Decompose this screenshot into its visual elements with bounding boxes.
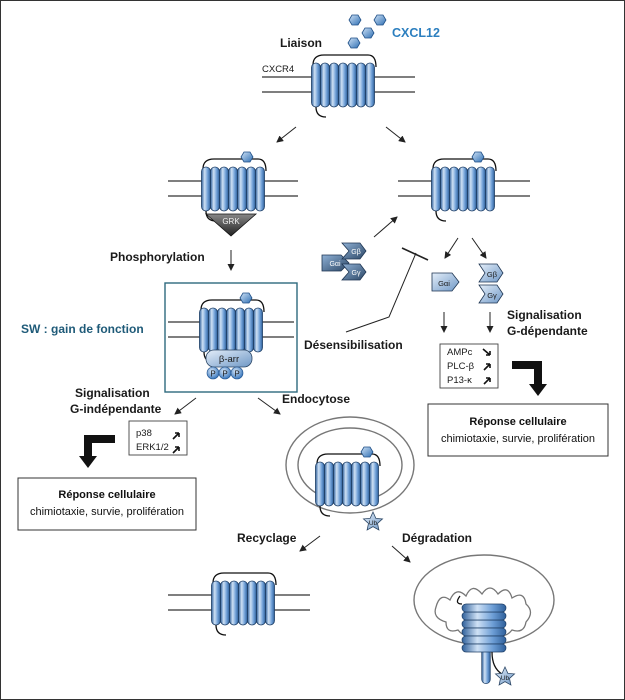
up-arrow-erk [172, 446, 180, 454]
arrow-to-phospho [276, 126, 297, 143]
g-dep-label-2: G-dépendante [507, 324, 588, 338]
g-indep-label-1: Signalisation [75, 386, 150, 400]
cxcl12-ligands [347, 14, 387, 49]
bent-arrow-right-head [529, 384, 547, 396]
g-protein-trimer [321, 242, 367, 281]
arrow-gprotein-to-receptor [373, 216, 398, 238]
cxcr4-receptor-endocytosed [316, 454, 381, 516]
ligand-bound-sw [239, 292, 253, 304]
g-beta-label: Gβ [487, 270, 498, 279]
g-dep-readout-1: PLC-β [447, 361, 475, 372]
cxcr4-receptor-recycled [212, 573, 277, 635]
down-arrow-ampc [482, 348, 491, 356]
up-arrow-plc [483, 363, 491, 371]
grk-label: GRK [222, 217, 240, 226]
arrow-to-degradation [391, 545, 411, 563]
up-arrow-pi3k [483, 377, 491, 385]
cxcr4-receptor-top [312, 55, 377, 117]
g-gamma-label-trimer: Gγ [352, 270, 361, 277]
p-label-2: P [234, 370, 239, 379]
ligand-label: CXCL12 [392, 26, 440, 40]
response-left-title: Réponse cellulaire [58, 489, 155, 501]
arrow-to-galpha [444, 237, 459, 259]
endocytosis-label: Endocytose [282, 392, 350, 406]
g-dep-readout-2: P13-κ [447, 375, 472, 386]
bent-arrow-left-head [79, 456, 97, 468]
arrow-to-gbetagamma [471, 237, 487, 259]
g-indep-readout-0: p38 [136, 428, 152, 439]
sw-gain-label: SW : gain de fonction [21, 322, 144, 336]
response-right-box [427, 403, 609, 457]
lysosome-inner [434, 587, 532, 638]
recycling-label: Recyclage [237, 531, 297, 545]
g-indep-readout-1: ERK1/2 [136, 442, 169, 453]
desensitization-line [345, 252, 417, 333]
cxcr4-receptor-degraded-stack [456, 595, 507, 675]
g-gamma-label: Gγ [487, 291, 497, 300]
g-alpha-label: Gαi [438, 279, 450, 288]
beta-arrestin [205, 349, 253, 368]
arrow-to-gprotein [385, 126, 406, 143]
cxcr4-receptor-gdep [432, 159, 497, 221]
g-alpha-label-trimer: Gαi [329, 261, 340, 268]
grk-kinase [204, 213, 258, 237]
g-dep-label-1: Signalisation [507, 308, 582, 322]
ub-label-endosome: Ub [369, 520, 378, 527]
arrow-to-endocytosis [257, 397, 281, 415]
arrow-to-recycling [299, 535, 321, 552]
response-left-box [17, 477, 197, 531]
desensitization-label: Désensibilisation [304, 338, 403, 352]
ligand-bound-left [240, 151, 254, 163]
endosome-outer [285, 416, 415, 514]
beta-arr-label: β-arr [219, 354, 239, 365]
receptor-label: CXCR4 [262, 64, 294, 75]
phospho-groups [206, 366, 244, 380]
g-indep-label-2: G-indépendante [70, 402, 162, 416]
ub-label-lysosome: Ub [501, 675, 510, 682]
response-right-body: chimiotaxie, survie, prolifération [441, 433, 595, 445]
binding-label: Liaison [280, 36, 322, 50]
degradation-label: Dégradation [402, 531, 472, 545]
g-beta-label-trimer: Gβ [351, 249, 360, 256]
ligand-endosome [360, 446, 374, 458]
p-label-0: P [210, 370, 215, 379]
g-dep-readout-0: AMPc [447, 347, 473, 358]
cxcr4-receptor-phospho [202, 159, 267, 221]
bent-arrow-right-stem [512, 361, 542, 386]
arrow-to-gindep [174, 397, 197, 415]
g-alpha-subunit [431, 272, 460, 292]
response-right-title: Réponse cellulaire [469, 416, 566, 428]
up-arrow-p38 [172, 432, 180, 440]
p-label-1: P [222, 370, 227, 379]
sw-box [164, 282, 298, 393]
phosphorylation-label: Phosphorylation [110, 250, 205, 264]
response-left-body: chimiotaxie, survie, prolifération [30, 506, 184, 518]
ligand-bound-right [471, 151, 485, 163]
inhibition-bar [401, 247, 429, 261]
g-beta-subunit [478, 263, 504, 283]
bent-arrow-left-stem [84, 435, 115, 458]
g-gamma-subunit [478, 284, 504, 304]
